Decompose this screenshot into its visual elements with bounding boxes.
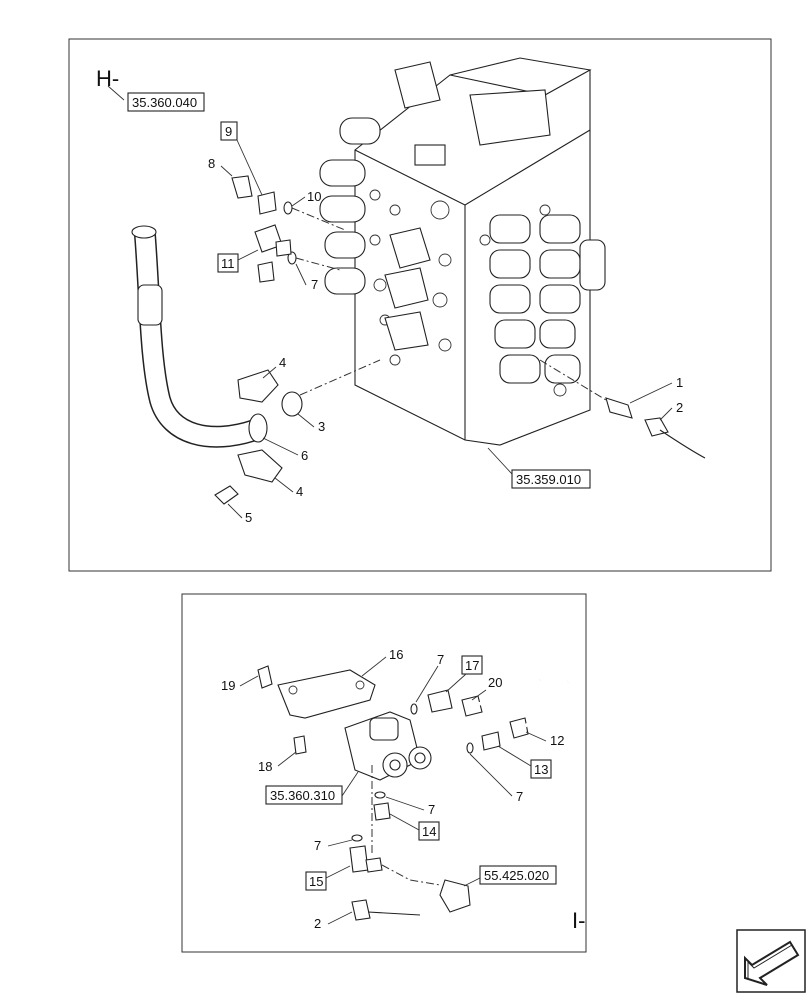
svg-text:15: 15 (309, 874, 323, 889)
callout-2: 2 (676, 400, 683, 415)
callouts-bottom: 16 19 18 7 17 20 12 13 7 7 14 7 15 2 (221, 647, 564, 931)
callout-1: 1 (676, 375, 683, 390)
pressure-sensor (439, 879, 471, 913)
svg-text:9: 9 (225, 124, 232, 139)
callout-4-upper: 4 (279, 355, 286, 370)
callout-3: 3 (318, 419, 325, 434)
ref-box-35-360-040[interactable] (127, 92, 205, 112)
assembly-line-sensor (381, 864, 441, 886)
bolt-5 (214, 485, 239, 505)
solenoid-valve (344, 711, 432, 781)
top-panel-frame (68, 38, 772, 572)
svg-text:14: 14 (422, 824, 436, 839)
callout-2-bottom: 2 (314, 916, 321, 931)
o-ring-3 (281, 391, 303, 417)
ref-leader-bottom (487, 447, 513, 475)
callout-19: 19 (221, 678, 235, 693)
o-ring-10 (283, 201, 293, 215)
flange-half-lower (237, 449, 283, 483)
o-ring-7e (351, 834, 363, 842)
hose-end-20 (461, 695, 483, 717)
bracket-16 (277, 669, 376, 719)
section-letter-h: H- (96, 66, 119, 91)
callout-box-11[interactable] (217, 253, 239, 273)
o-ring-7b (410, 703, 418, 715)
hose-end-2b (351, 899, 371, 921)
flange-half-upper (237, 369, 279, 403)
callout-box-14[interactable] (418, 821, 440, 841)
plug-14 (373, 802, 391, 821)
callout-box-17[interactable] (461, 655, 483, 675)
ref-leader (107, 85, 125, 101)
bolt-18 (293, 735, 307, 755)
hose-end-12 (509, 717, 529, 739)
callout-4-lower: 4 (296, 484, 303, 499)
callout-7-left: 7 (314, 838, 321, 853)
callout-8: 8 (208, 156, 215, 171)
svg-text:17: 17 (465, 658, 479, 673)
arrow-icon[interactable] (736, 929, 806, 993)
ref-label-35-359-010: 35.359.010 (516, 472, 581, 487)
fitting-1 (605, 397, 633, 419)
svg-text:13: 13 (534, 762, 548, 777)
bottom-panel-frame (181, 593, 587, 953)
callout-20: 20 (488, 675, 502, 690)
callout-7-top: 7 (437, 652, 444, 667)
svg-text:11: 11 (221, 256, 235, 271)
ref-label-35-360-040: 35.360.040 (132, 95, 197, 110)
o-ring-7c (466, 742, 474, 754)
callout-box-13[interactable] (530, 759, 552, 779)
fitting-15 (349, 845, 369, 873)
callouts-top: 8 9 10 11 7 4 3 6 4 5 1 2 (208, 121, 683, 525)
ref-box-35-359-010[interactable] (511, 469, 591, 489)
callout-7-right: 7 (516, 789, 523, 804)
pipe-6 (131, 225, 268, 448)
control-valve-block (319, 57, 606, 446)
ref-label-55-425-020: 55.425.020 (484, 868, 549, 883)
callout-5: 5 (245, 510, 252, 525)
hose-assembly (183, 175, 283, 321)
callout-7-mid: 7 (428, 802, 435, 817)
o-ring-7d (374, 791, 386, 799)
callout-18: 18 (258, 759, 272, 774)
ref-label-35-360-310: 35.360.310 (270, 788, 335, 803)
callout-12: 12 (550, 733, 564, 748)
ref-box-35-360-310[interactable] (265, 785, 343, 805)
assembly-line-flange (299, 359, 381, 396)
fitting-13 (481, 731, 501, 751)
fitting-17 (427, 689, 453, 713)
assembly-lines (291, 207, 346, 271)
callout-box-15[interactable] (305, 871, 327, 891)
section-letter-i: I- (572, 908, 585, 933)
fitting-9 (257, 191, 277, 215)
ref-box-55-425-020[interactable] (479, 865, 557, 885)
assembly-line-right (539, 359, 607, 401)
bolt-19 (257, 665, 273, 689)
callout-16: 16 (389, 647, 403, 662)
callout-7: 7 (311, 277, 318, 292)
fitting-11 (275, 239, 292, 257)
callout-box-9[interactable] (220, 121, 238, 141)
callout-6: 6 (301, 448, 308, 463)
callout-10: 10 (307, 189, 321, 204)
